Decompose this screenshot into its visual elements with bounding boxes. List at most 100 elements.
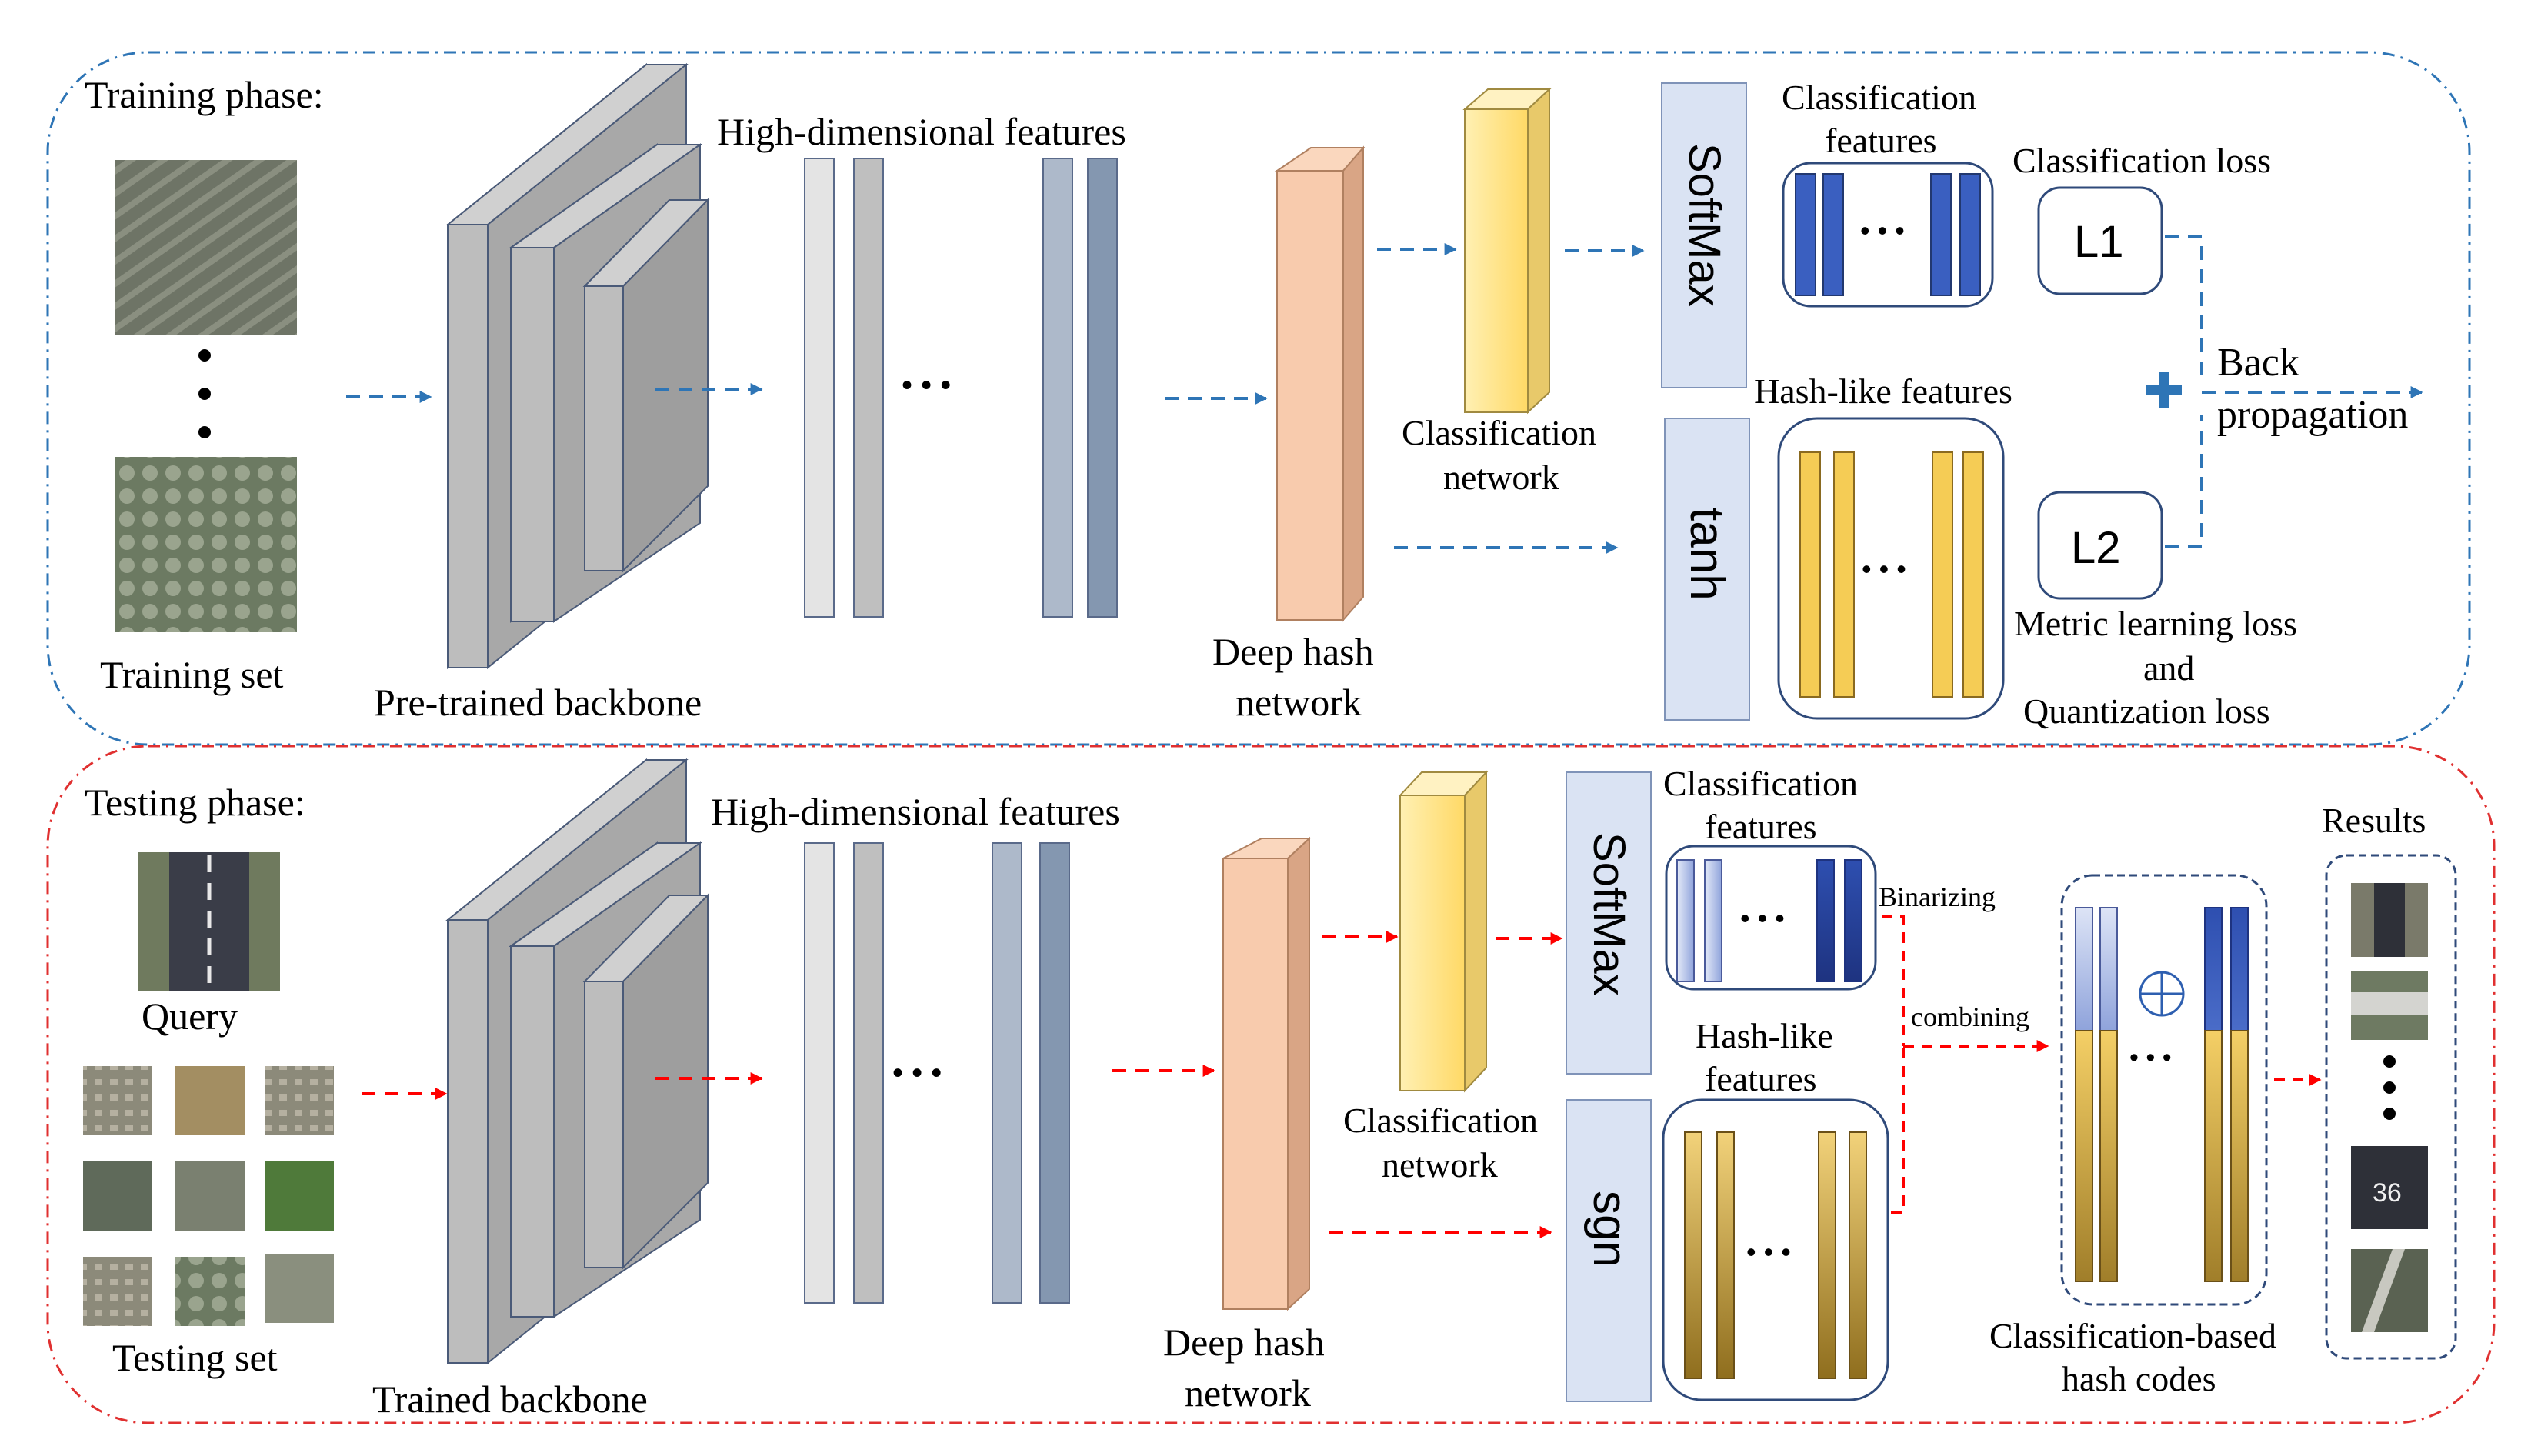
tanh-panel — [1664, 418, 1750, 721]
cls-net-label-test-2: network — [1382, 1145, 1498, 1184]
metric-label-1: Metric learning loss — [2014, 604, 2297, 643]
hash-feat-label: Hash-like features — [1754, 371, 2012, 411]
codes-label-2: hash codes — [2062, 1359, 2216, 1398]
hash-feature-bar — [1962, 451, 1984, 698]
deep-hash-network-test — [1222, 836, 1312, 1311]
hash-features-box — [1777, 417, 2005, 720]
feature-bar — [853, 842, 884, 1304]
cls-feat-label-1: Classification — [1782, 78, 1976, 117]
testing-image — [265, 1254, 334, 1323]
vertical-dot — [198, 349, 211, 362]
training-phase: Training phase: Training set Pre-trained… — [46, 51, 2471, 746]
training-image-top — [115, 160, 297, 335]
testing-image — [175, 1161, 245, 1231]
cls-feature-bar — [1822, 173, 1844, 296]
cls-feature-bar — [1959, 173, 1981, 296]
l2-label: L2 — [2071, 523, 2121, 573]
code-bar-bottom — [2075, 1030, 2093, 1282]
metric-label-2: and — [2143, 648, 2194, 688]
l2-box — [2037, 491, 2163, 600]
code-dots: • • • — [2129, 1043, 2172, 1072]
hash-connector — [1891, 1046, 1905, 1214]
highdim-label-test: High-dimensional features — [711, 790, 1120, 833]
training-image-bottom — [115, 457, 297, 632]
sgn-label: sgn — [1583, 1191, 1636, 1268]
cls-feature-bar — [1676, 859, 1695, 982]
cls-feature-dots: • • • — [1860, 215, 1905, 246]
query-label: Query — [142, 995, 238, 1038]
softmax-label: SoftMax — [1679, 143, 1729, 307]
result-number: 36 — [2373, 1178, 2402, 1208]
code-bar-bottom — [2204, 1030, 2223, 1282]
testing-phase: Testing phase: Query Testing set — [46, 745, 2496, 1424]
training-border — [46, 51, 2471, 746]
code-bar-top — [2075, 907, 2093, 1031]
feature-bar — [992, 842, 1022, 1304]
hash-feature-bar — [1716, 1131, 1735, 1379]
testing-image — [265, 1161, 334, 1231]
cls-features-box — [1782, 162, 1994, 308]
metric-label-3: Quantization loss — [2023, 691, 2270, 731]
code-bar-top — [2230, 907, 2249, 1031]
hash-codes-box — [2060, 874, 2268, 1306]
result-image-3: 36 — [2351, 1146, 2428, 1229]
cls-feature-bar — [1704, 859, 1722, 982]
code-bar-bottom — [2099, 1030, 2118, 1282]
testing-image — [265, 1066, 334, 1135]
code-bar-bottom — [2230, 1030, 2249, 1282]
hash-net-label-1: Deep hash — [1212, 630, 1374, 673]
testing-border — [46, 745, 2496, 1424]
cls-feature-bar — [1816, 859, 1835, 982]
feature-dots: • • • — [892, 1056, 942, 1090]
cls-features-box-test — [1665, 845, 1877, 991]
pretrained-backbone — [445, 62, 710, 670]
code-bar-top — [2099, 907, 2118, 1031]
l1-connector — [2165, 235, 2203, 375]
hash-net-label-2: network — [1235, 681, 1362, 724]
code-bar-top — [2204, 907, 2223, 1031]
feature-bar — [853, 158, 884, 618]
testing-image — [83, 1161, 152, 1231]
binarizing-connector — [1882, 915, 1905, 1046]
training-phase-label: Training phase: — [85, 73, 324, 116]
query-image — [138, 852, 280, 991]
classification-network — [1462, 87, 1552, 415]
feature-dots: • • • — [902, 368, 951, 402]
backbone-label: Pre-trained backbone — [374, 681, 702, 724]
cls-loss-label: Classification loss — [2012, 141, 2271, 180]
results-box — [2325, 854, 2457, 1360]
back-label-2: propagation — [2217, 393, 2408, 437]
result-image-2 — [2351, 971, 2428, 1040]
trained-backbone-label: Trained backbone — [372, 1378, 648, 1421]
vertical-dot — [2383, 1108, 2396, 1120]
tanh-label: tanh — [1680, 508, 1733, 601]
deep-hash-network — [1274, 145, 1366, 622]
classification-network-test — [1398, 770, 1489, 1093]
testing-image — [175, 1066, 245, 1135]
hash-feature-bar — [1833, 451, 1855, 698]
testing-set-label: Testing set — [112, 1336, 278, 1379]
cls-net-label-2: network — [1443, 458, 1559, 497]
hash-feature-bar — [1932, 451, 1953, 698]
vertical-dot — [198, 426, 211, 438]
results-label: Results — [2322, 801, 2426, 840]
hash-feature-bar — [1684, 1131, 1702, 1379]
vertical-dot — [2383, 1055, 2396, 1068]
codes-label-1: Classification-based — [1989, 1316, 2276, 1355]
softmax-panel — [1661, 82, 1747, 388]
cls-net-label-1: Classification — [1402, 413, 1596, 452]
feature-bar — [1039, 842, 1070, 1304]
cls-feature-bar — [1844, 859, 1862, 982]
binarizing-label: Binarizing — [1879, 881, 1996, 912]
softmax-label-test: SoftMax — [1584, 832, 1634, 996]
cls-feat-test-label-1: Classification — [1663, 764, 1858, 803]
l1-label: L1 — [2074, 217, 2124, 267]
vertical-dot — [198, 388, 211, 400]
hash-feature-dots-test: • • • — [1746, 1236, 1791, 1268]
combining-label: combining — [1911, 1001, 2029, 1032]
testing-image — [83, 1066, 152, 1135]
sgn-panel — [1566, 1099, 1652, 1402]
hash-feat-test-label-1: Hash-like — [1696, 1016, 1833, 1055]
hash-net-label-test-2: network — [1185, 1371, 1311, 1414]
